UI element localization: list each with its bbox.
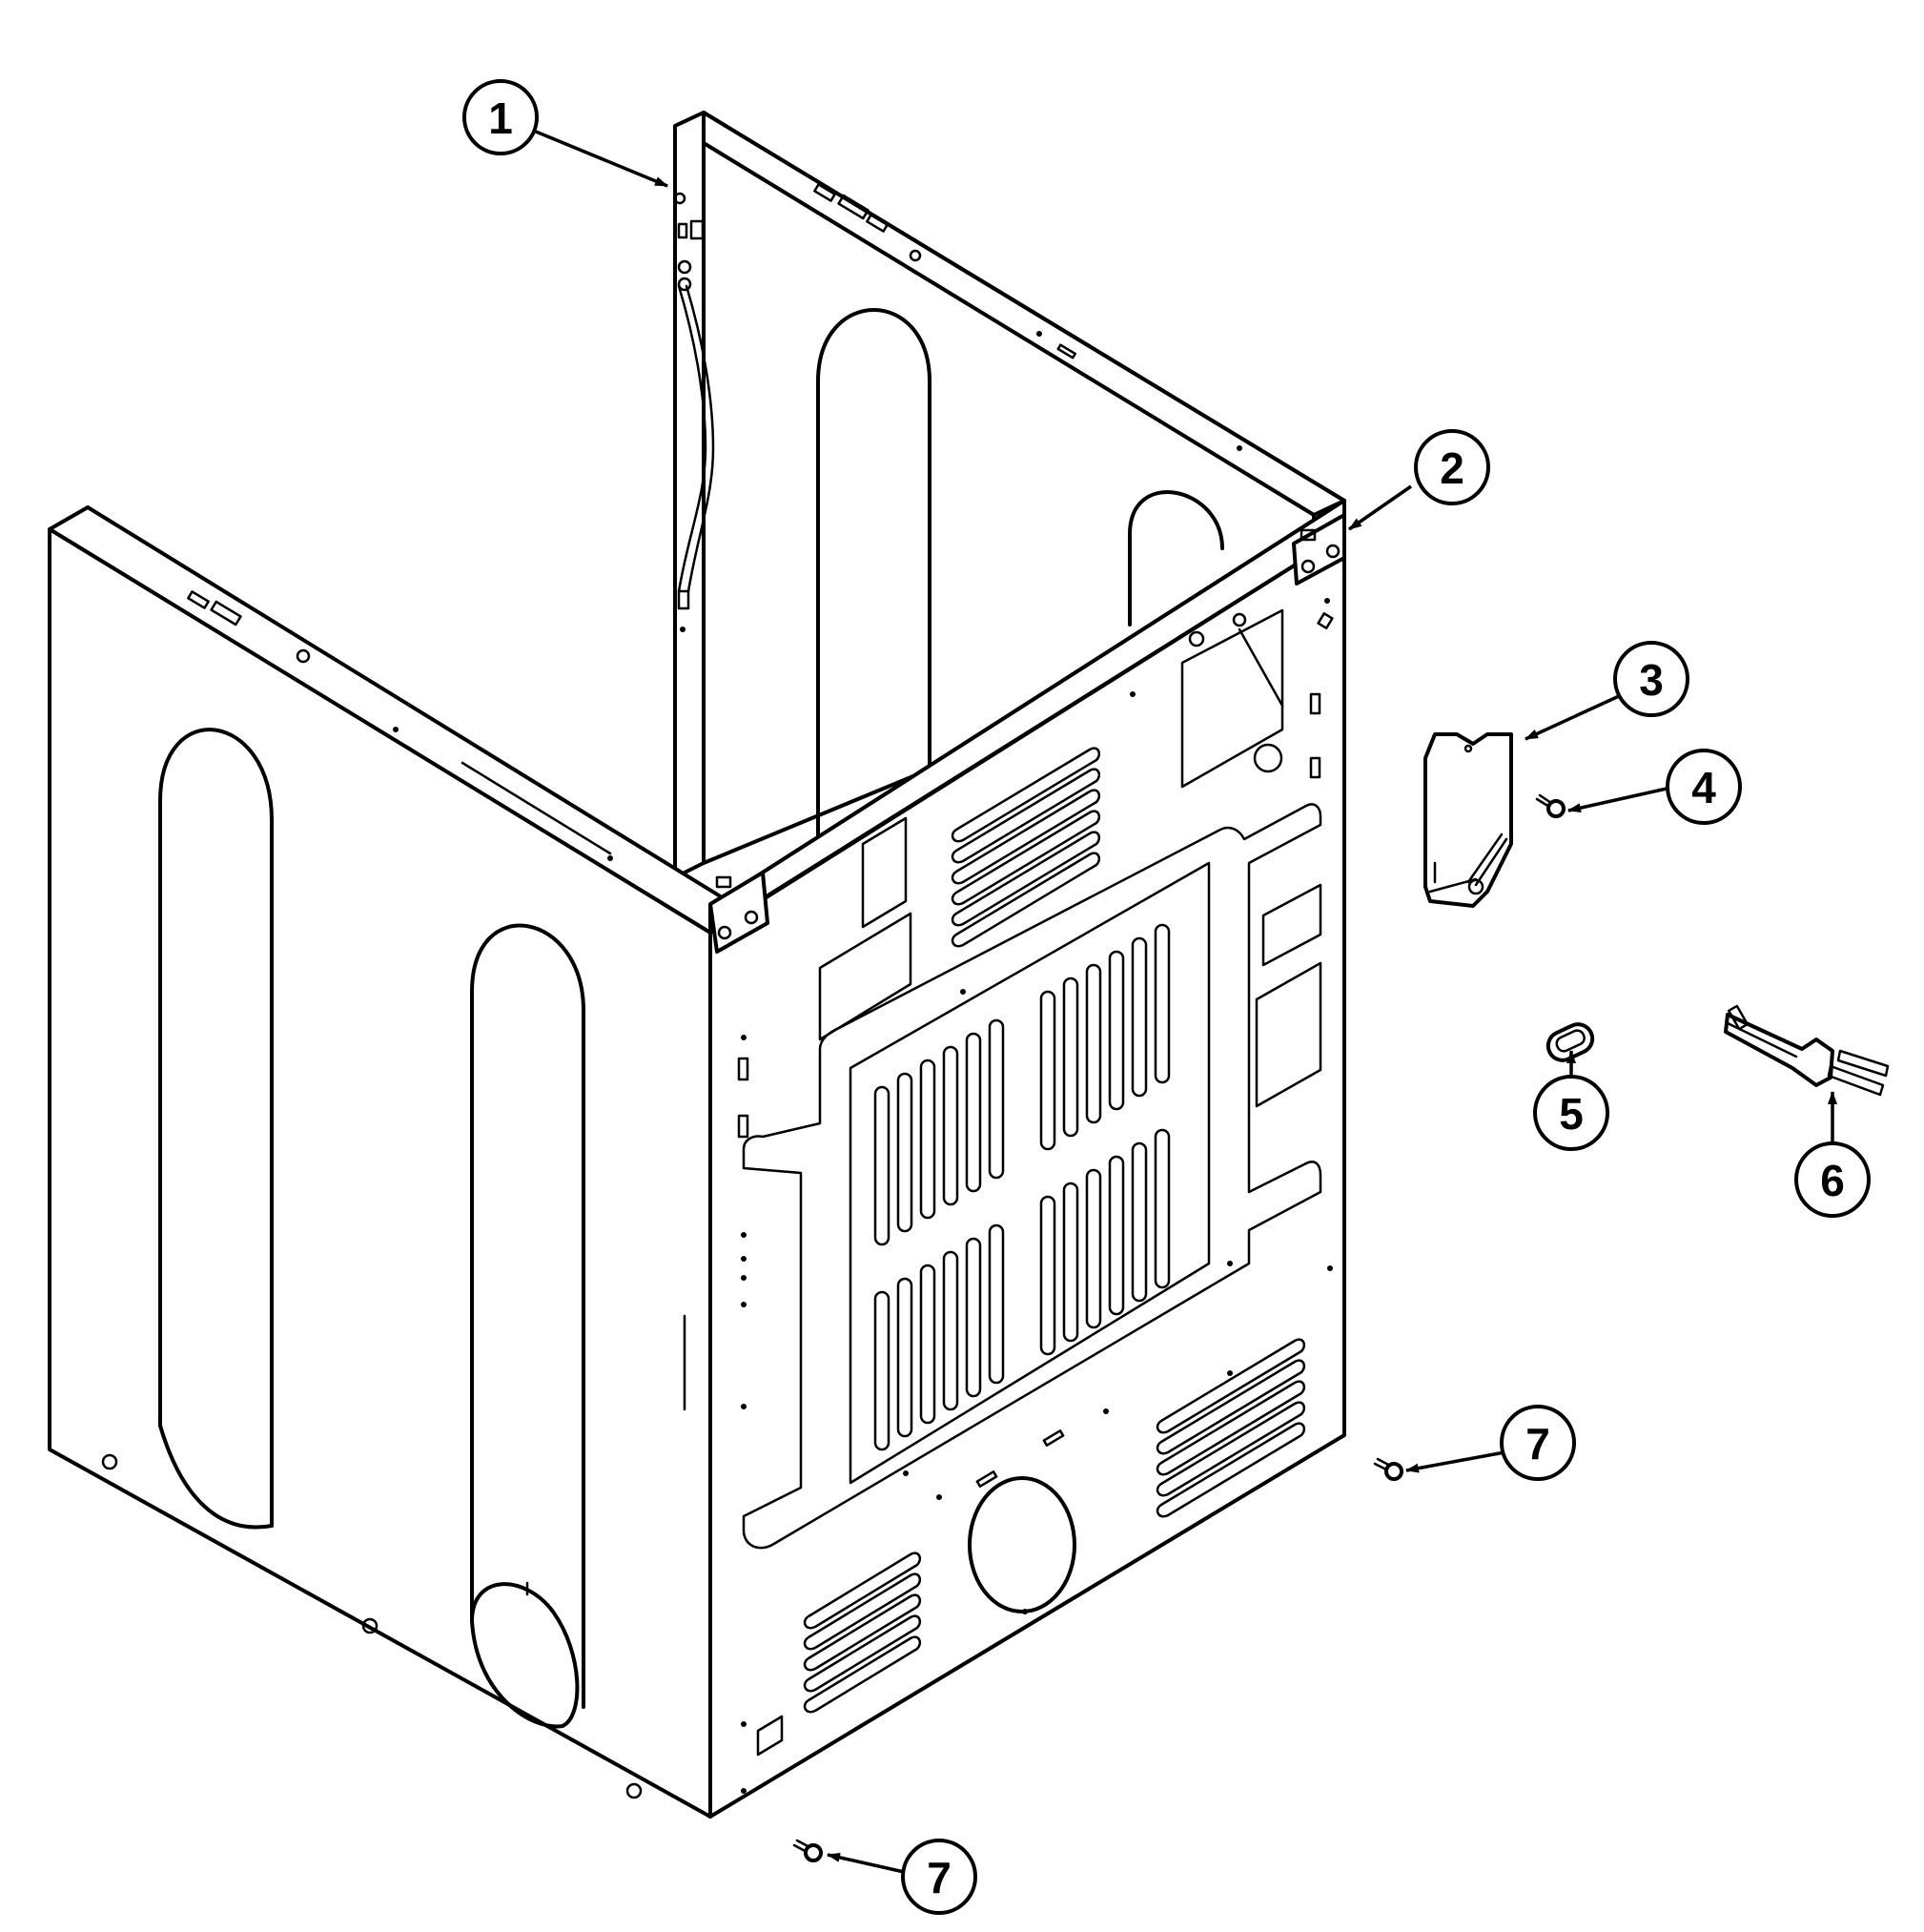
- part-3-bracket: [1423, 732, 1513, 908]
- callout-5: 5: [1533, 1075, 1609, 1151]
- callout-2: 2: [1414, 429, 1490, 505]
- part-4-screw: [1535, 793, 1566, 818]
- callout-6: 6: [1794, 1141, 1871, 1218]
- callout-7-right-label: 7: [1525, 1419, 1550, 1469]
- part-5-grommet: [1545, 1022, 1595, 1062]
- louvers-lower-right: [1156, 1338, 1306, 1518]
- callout-3: 3: [1613, 641, 1689, 717]
- callout-7-bottom-label: 7: [927, 1853, 952, 1902]
- front-side-panel: [48, 505, 746, 1819]
- part-6-power-cord: [1724, 1004, 1890, 1097]
- callout-5-label: 5: [1559, 1089, 1584, 1139]
- callout-2-label: 2: [1440, 443, 1464, 493]
- louvers-lower-left: [803, 1552, 922, 1714]
- callout-4: 4: [1666, 749, 1742, 825]
- callout-6-label: 6: [1820, 1156, 1845, 1205]
- rear-side-panel: [673, 111, 1346, 879]
- callout-7-bottom: 7: [901, 1839, 977, 1915]
- part-7-screw-bottom: [792, 1839, 823, 1862]
- leader-arrows: [535, 130, 1837, 1874]
- vertical-slots: [873, 923, 1171, 1451]
- callout-1-label: 1: [488, 93, 513, 143]
- callout-1: 1: [462, 79, 539, 155]
- louvers-upper: [951, 747, 1101, 948]
- back-panel: [708, 499, 1346, 1819]
- callout-3-label: 3: [1639, 655, 1664, 705]
- callout-7-right: 7: [1500, 1405, 1576, 1481]
- part-7-screw-right: [1373, 1457, 1403, 1481]
- callout-4-label: 4: [1691, 763, 1716, 812]
